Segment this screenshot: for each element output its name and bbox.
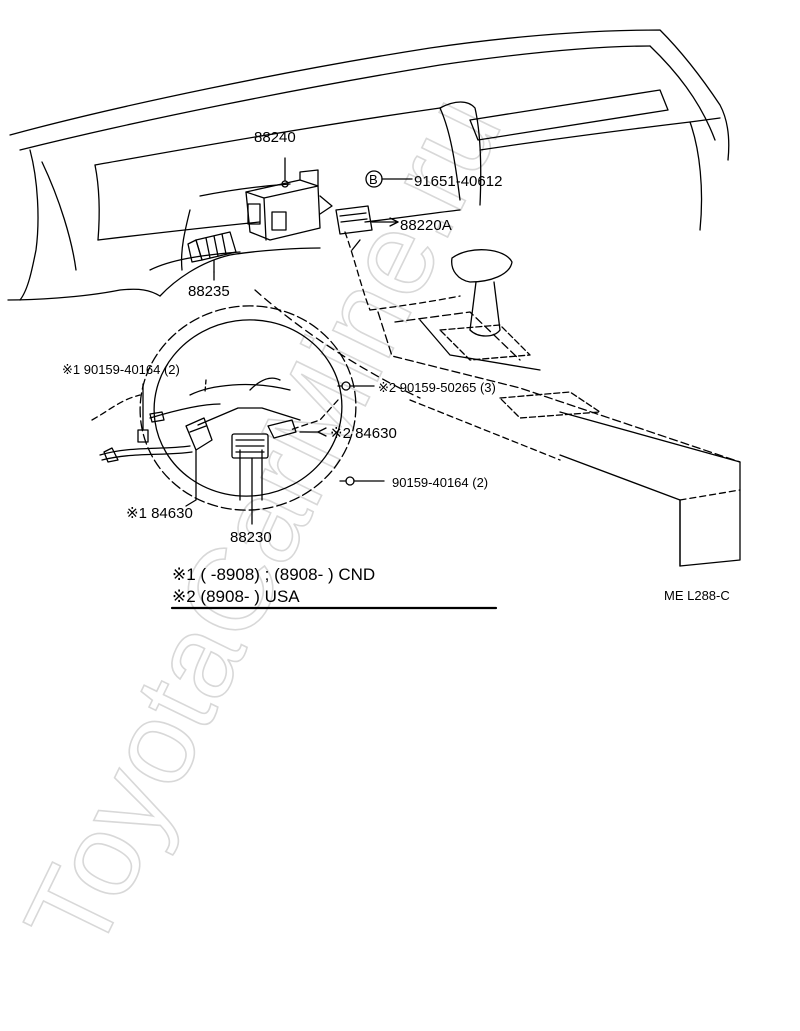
label-88230: 88230 xyxy=(230,529,272,546)
arrow-84630-right xyxy=(317,427,327,437)
note-line-2: ※2 (8908- ) USA xyxy=(172,587,300,606)
label-90159-50265: ※2 90159-50265 (3) xyxy=(378,380,496,395)
label-84630-right: ※2 84630 xyxy=(330,425,397,442)
diagram-code: ME L288-C xyxy=(664,588,730,603)
steering-wheel xyxy=(91,239,385,525)
relay-88220a xyxy=(335,205,399,235)
label-90159-40164-right: 90159-40164 (2) xyxy=(392,475,488,490)
label-84630-left: ※1 84630 xyxy=(126,505,193,522)
label-90159-40164-left: ※1 90159-40164 (2) xyxy=(62,362,180,377)
label-88220a: 88220A xyxy=(400,217,452,234)
label-91651-40612: 91651-40612 xyxy=(414,173,502,190)
arrow-88220a xyxy=(389,217,399,227)
cruise-computer xyxy=(245,157,333,241)
instrument-panel xyxy=(7,29,741,567)
label-88235: 88235 xyxy=(188,283,230,300)
switch-88235 xyxy=(187,231,237,273)
note-line-1: ※1 ( -8908) ; (8908- ) CND xyxy=(172,565,375,584)
label-bolt-b: B xyxy=(369,172,378,187)
watermark: ToyotaCarMine.ru xyxy=(0,77,527,972)
label-88240: 88240 xyxy=(254,129,296,146)
